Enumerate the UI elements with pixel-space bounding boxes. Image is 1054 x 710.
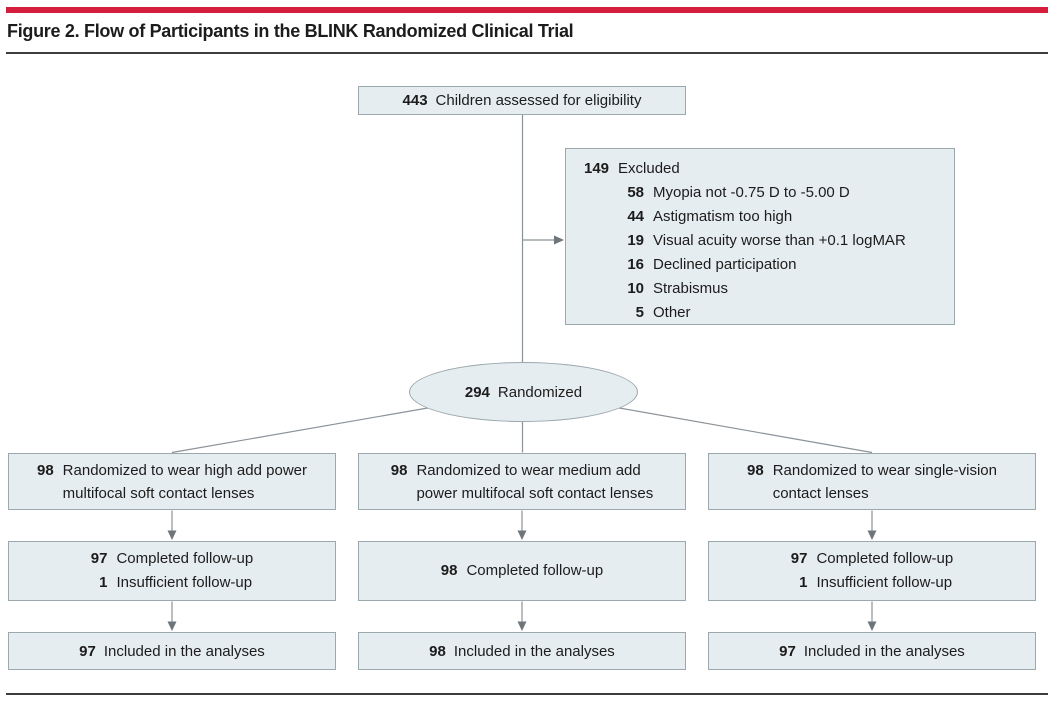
- arm-count: 98: [747, 461, 764, 479]
- analysis-box-medium-add: 98 Included in the analyses: [358, 632, 686, 670]
- excluded-box: 149 Excluded 58 Myopia not -0.75 D to -5.…: [565, 148, 955, 325]
- reason-label: Other: [653, 304, 691, 321]
- arm-count: 98: [390, 461, 408, 479]
- reason-label: Astigmatism too high: [653, 208, 793, 225]
- arm-high-add-text: 98 Randomized to wear high add power mul…: [37, 459, 307, 505]
- reason-label: Myopia not -0.75 D to -5.00 D: [653, 184, 850, 201]
- reason-label: Strabismus: [653, 280, 729, 297]
- followup-count: 1: [799, 574, 808, 591]
- eligibility-box: 443 Children assessed for eligibility: [358, 86, 686, 115]
- analysis-label: Included in the analyses: [453, 642, 615, 660]
- analysis-box-high-add: 97 Included in the analyses: [8, 632, 336, 670]
- eligibility-count: 443: [402, 92, 428, 109]
- followup-box-high-add: 97 Completed follow-up 1 Insufficient fo…: [8, 541, 336, 601]
- excluded-branch-arrow: [522, 235, 564, 245]
- arm-label: Randomized to wear medium add power mult…: [416, 461, 654, 502]
- randomized-label: Randomized: [497, 383, 583, 401]
- arm-single-vision-box: 98 Randomized to wear single-vision cont…: [708, 453, 1036, 510]
- followup-count: 98: [440, 562, 458, 579]
- followup-rows: 97 Completed follow-up 1 Insufficient fo…: [791, 547, 953, 595]
- arm-high-add-box: 98 Randomized to wear high add power mul…: [8, 453, 336, 510]
- analysis-label: Included in the analyses: [103, 642, 265, 660]
- followup-to-analysis-arrows: [167, 601, 877, 631]
- excluded-reason-row: 19 Visual acuity worse than +0.1 logMAR: [584, 229, 946, 253]
- followup-label: Insufficient follow-up: [116, 574, 253, 591]
- excluded-heading: 149 Excluded: [584, 157, 946, 181]
- reason-count: 44: [627, 208, 644, 225]
- eligibility-label: Children assessed for eligibility: [435, 92, 642, 109]
- analysis-count: 97: [79, 642, 96, 660]
- excluded-reason-row: 10 Strabismus: [584, 277, 946, 301]
- arm-count: 98: [36, 461, 54, 479]
- figure-title: Figure 2. Flow of Participants in the BL…: [7, 21, 574, 41]
- analysis-label: Included in the analyses: [803, 642, 965, 660]
- randomized-count: 294: [464, 383, 490, 401]
- arm-to-followup-arrows: [167, 510, 877, 540]
- followup-label: Completed follow-up: [816, 550, 954, 567]
- reason-count: 58: [627, 184, 644, 201]
- followup-box-single-vision: 97 Completed follow-up 1 Insufficient fo…: [708, 541, 1036, 601]
- excluded-reason-row: 16 Declined participation: [584, 253, 946, 277]
- reason-count: 19: [627, 232, 644, 249]
- reason-count: 5: [635, 304, 644, 321]
- arm-label: Randomized to wear high add power multif…: [62, 461, 307, 502]
- excluded-reason-row: 58 Myopia not -0.75 D to -5.00 D: [584, 181, 946, 205]
- followup-label: Completed follow-up: [466, 562, 604, 579]
- excluded-label: Excluded: [618, 160, 680, 177]
- analysis-count: 98: [429, 642, 446, 660]
- followup-label: Completed follow-up: [116, 550, 254, 567]
- randomized-ellipse: 294 Randomized: [409, 362, 638, 422]
- accent-bar: [6, 7, 1048, 13]
- excluded-reason-row: 5 Other: [584, 301, 946, 325]
- title-divider: [6, 52, 1048, 54]
- arm-label: Randomized to wear single-vision contact…: [772, 461, 997, 502]
- followup-count: 97: [790, 550, 808, 567]
- bottom-divider: [6, 693, 1048, 695]
- arm-medium-add-text: 98 Randomized to wear medium add power m…: [391, 459, 653, 505]
- reason-label: Visual acuity worse than +0.1 logMAR: [653, 232, 906, 249]
- reason-count: 16: [627, 256, 644, 273]
- followup-count: 1: [99, 574, 108, 591]
- followup-label: Insufficient follow-up: [816, 574, 953, 591]
- followup-rows: 98 Completed follow-up: [441, 559, 603, 583]
- reason-label: Declined participation: [653, 256, 797, 273]
- followup-box-medium-add: 98 Completed follow-up: [358, 541, 686, 601]
- analysis-box-single-vision: 97 Included in the analyses: [708, 632, 1036, 670]
- excluded-reason-row: 44 Astigmatism too high: [584, 205, 946, 229]
- analysis-count: 97: [779, 642, 796, 660]
- arm-single-vision-text: 98 Randomized to wear single-vision cont…: [747, 459, 997, 505]
- arm-medium-add-box: 98 Randomized to wear medium add power m…: [358, 453, 686, 510]
- reason-count: 10: [627, 280, 644, 297]
- excluded-count: 149: [584, 160, 610, 177]
- followup-count: 97: [90, 550, 108, 567]
- followup-rows: 97 Completed follow-up 1 Insufficient fo…: [91, 547, 253, 595]
